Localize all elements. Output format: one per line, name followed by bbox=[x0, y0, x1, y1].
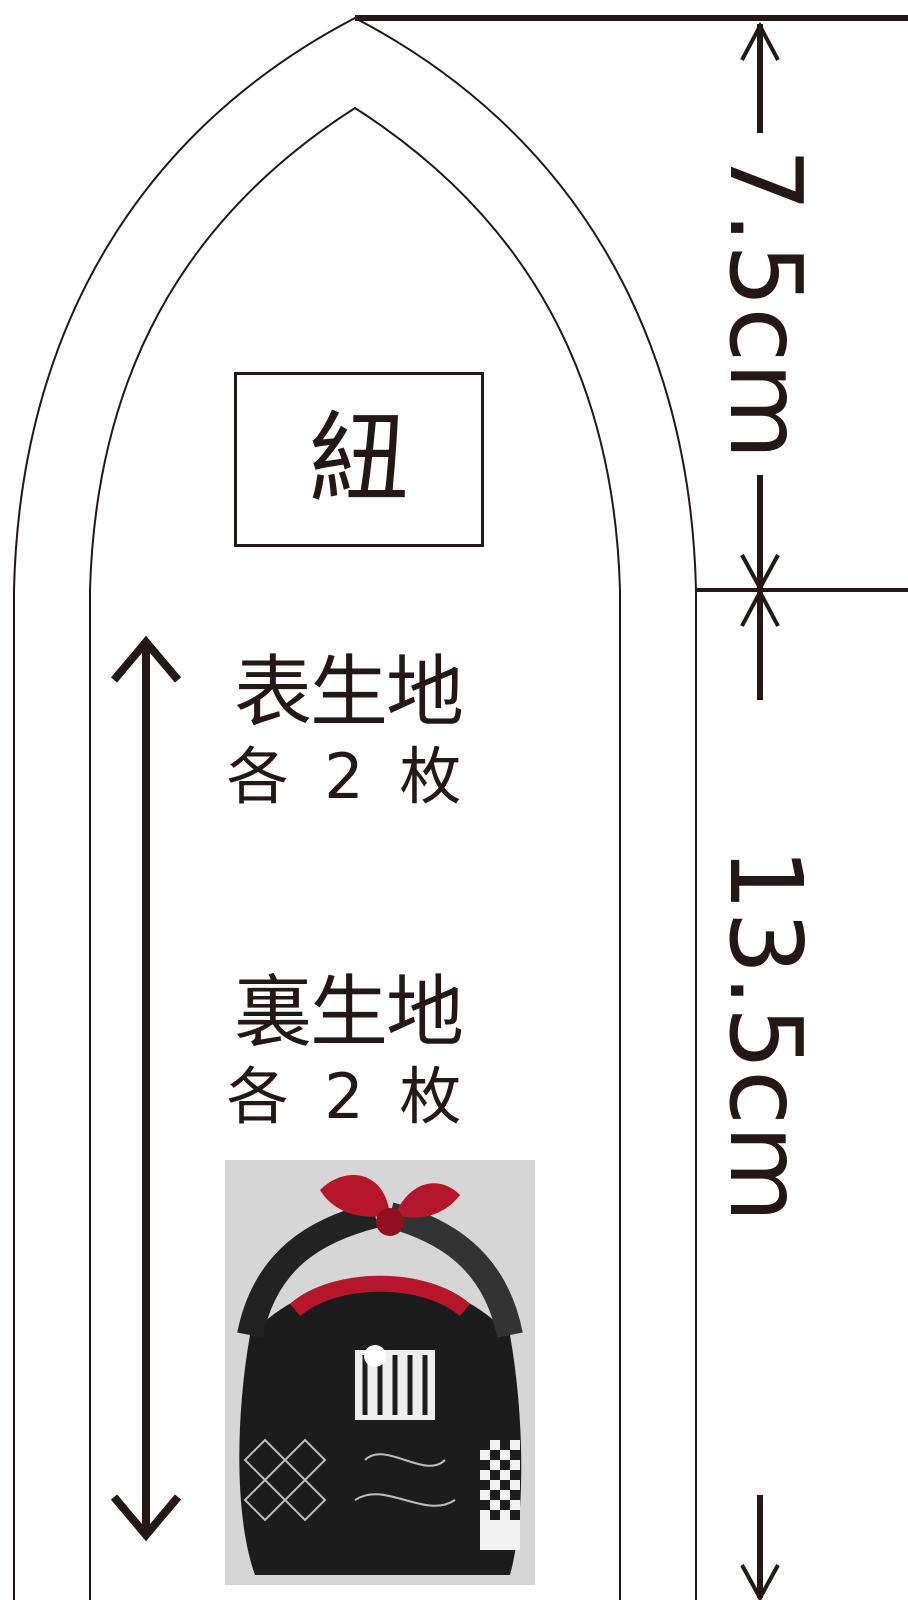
piece-label-box: 紐 bbox=[234, 372, 484, 547]
dimension-label-body: 13.5cm bbox=[707, 847, 824, 1223]
bag-snap-button bbox=[364, 1345, 386, 1367]
outer-fabric-count: 各 2 枚 bbox=[226, 740, 470, 813]
lining-fabric-name: 裏生地 bbox=[233, 968, 464, 1058]
lining-fabric-count: 各 2 枚 bbox=[226, 1060, 470, 1133]
knot-left-ear bbox=[320, 1175, 390, 1217]
outer-fabric-block: 表生地 各 2 枚 bbox=[208, 654, 488, 808]
bag-illustration bbox=[225, 1160, 535, 1585]
dimension-label-top: 7.5cm bbox=[707, 148, 824, 460]
arrowhead-up-icon bbox=[740, 21, 780, 61]
bag-handle-right bbox=[386, 1202, 523, 1338]
bag-handle-left bbox=[237, 1202, 379, 1338]
bag-body bbox=[239, 1290, 522, 1575]
knot-center bbox=[376, 1208, 404, 1236]
lining-fabric-block: 裏生地 各 2 枚 bbox=[208, 974, 488, 1128]
grain-arrow-up-icon bbox=[110, 635, 182, 683]
grain-arrow-down-icon bbox=[110, 1494, 182, 1542]
bag-lining bbox=[289, 1275, 471, 1317]
piece-label: 紐 bbox=[309, 400, 409, 518]
knot-right-ear bbox=[395, 1183, 460, 1218]
inner-seam-line bbox=[89, 106, 621, 1600]
outer-fabric-name: 表生地 bbox=[233, 648, 464, 738]
arrowhead-up-icon bbox=[740, 587, 780, 627]
sample-bag-photo bbox=[225, 1160, 535, 1585]
arrowhead-down-icon bbox=[740, 1564, 780, 1600]
